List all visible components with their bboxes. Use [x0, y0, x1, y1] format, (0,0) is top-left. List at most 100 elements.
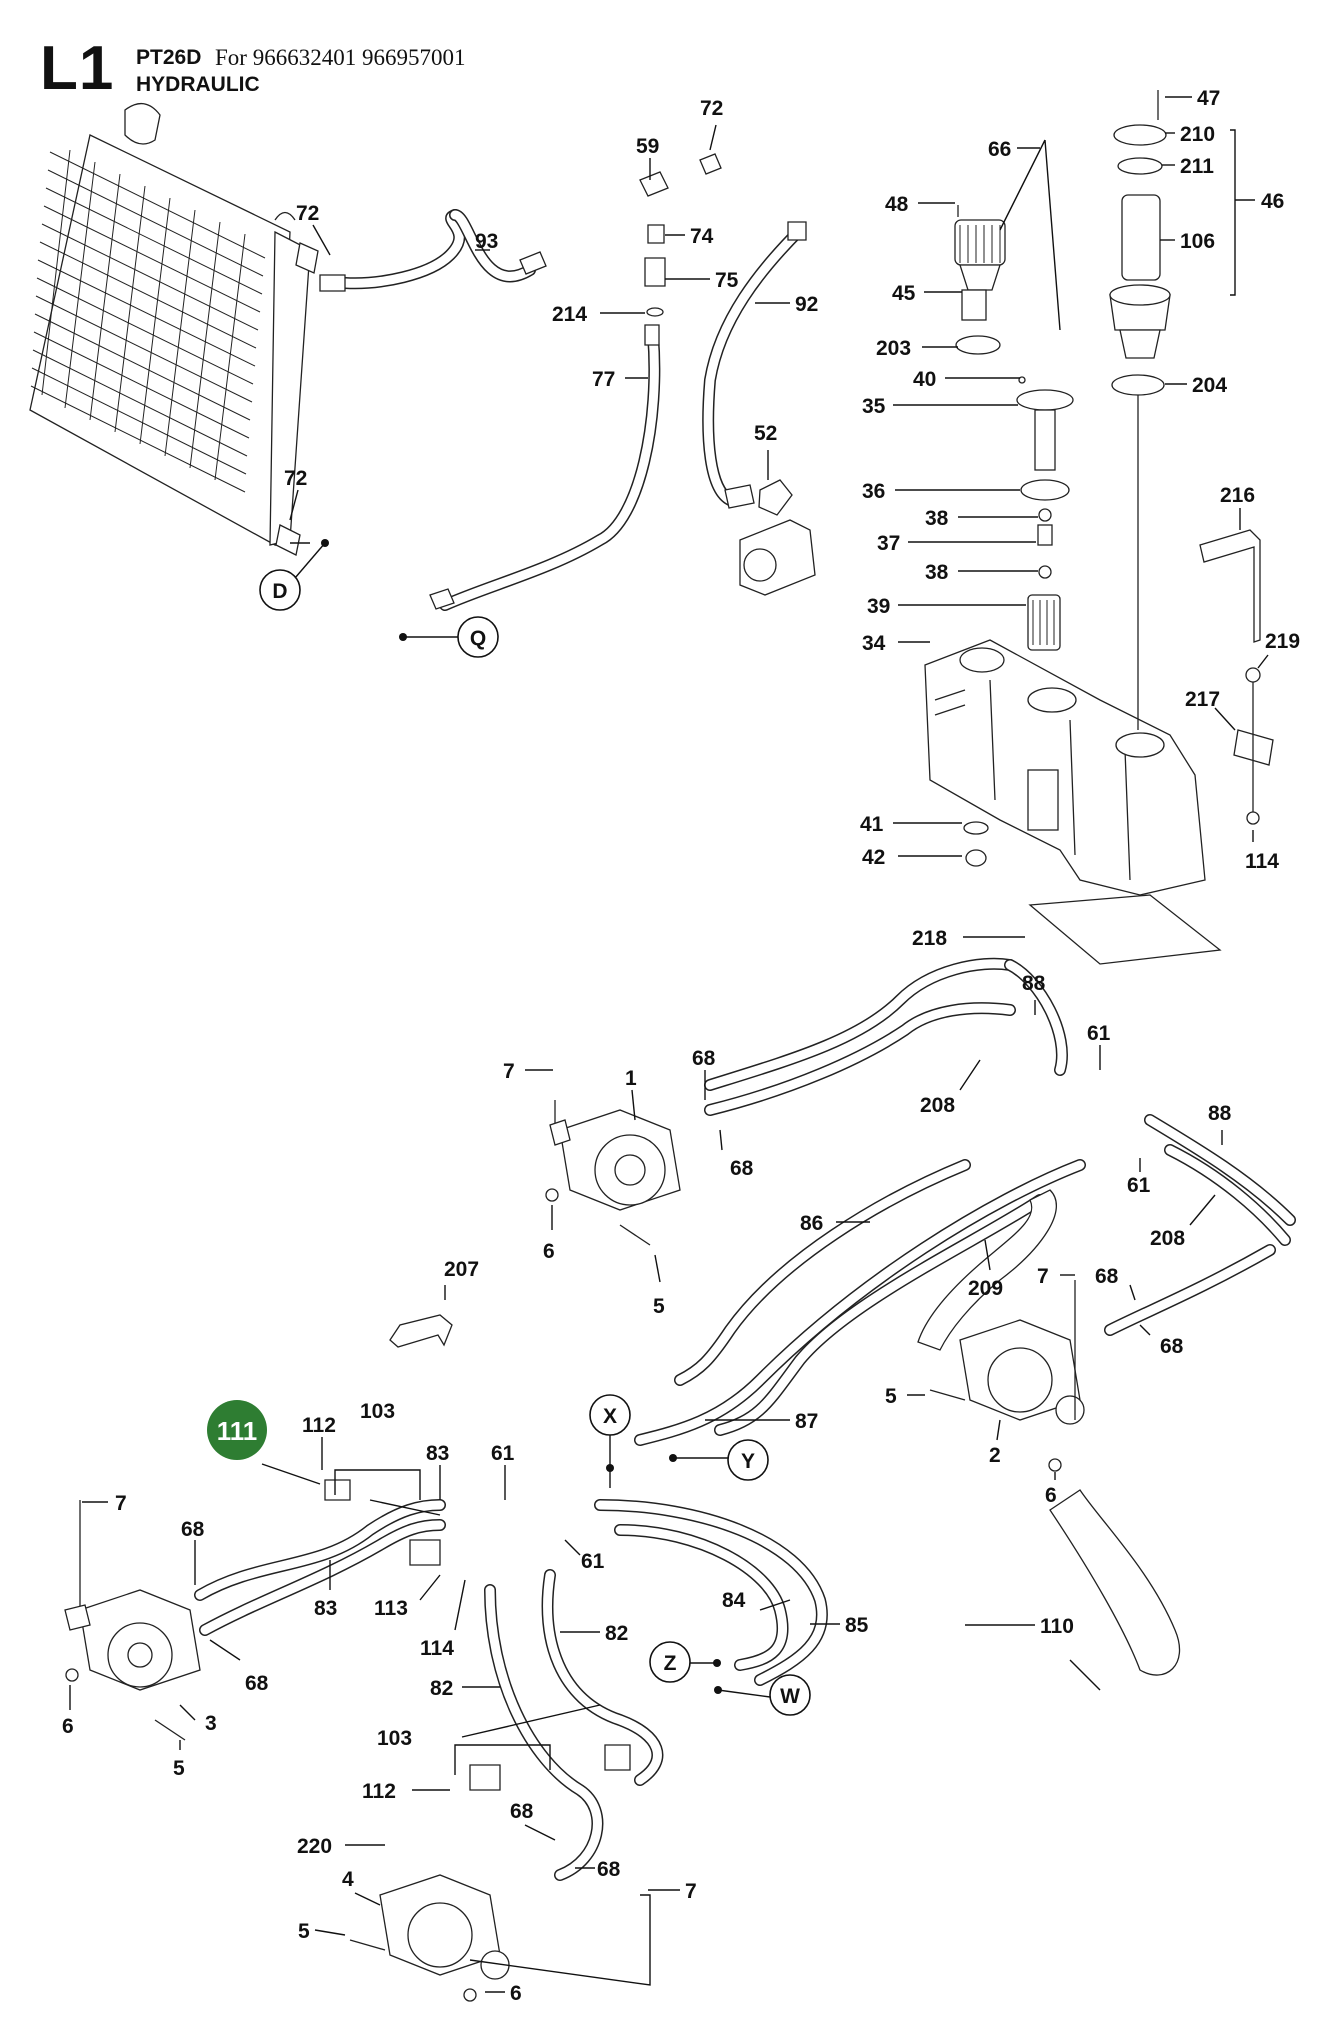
- part-label: 52: [754, 422, 777, 480]
- oil-cooler-drawing: [29, 103, 319, 556]
- svg-text:68: 68: [597, 1858, 621, 1881]
- part-label: 114: [1245, 830, 1279, 873]
- part-label: 85: [810, 1614, 869, 1637]
- part-label: 204: [1165, 374, 1227, 397]
- svg-text:208: 208: [920, 1094, 955, 1117]
- svg-text:5: 5: [173, 1757, 185, 1780]
- parts-illustration: [29, 90, 1296, 2002]
- part-label: 6: [485, 1982, 522, 2005]
- part-label: 68: [575, 1858, 621, 1881]
- section-title: HYDRAULIC: [136, 73, 260, 96]
- svg-text:6: 6: [543, 1240, 555, 1263]
- svg-text:46: 46: [1261, 190, 1284, 213]
- svg-text:75: 75: [715, 269, 739, 292]
- svg-text:3: 3: [205, 1712, 217, 1735]
- svg-text:208: 208: [1150, 1227, 1185, 1250]
- part-label: 48: [885, 193, 955, 216]
- applies-to: For 966632401 966957001: [215, 45, 466, 70]
- part-label: 68: [181, 1518, 205, 1585]
- part-label: 114: [420, 1579, 466, 1660]
- svg-text:68: 68: [510, 1800, 534, 1823]
- part-label: 211: [1162, 155, 1214, 178]
- part-label: 41: [860, 813, 962, 836]
- part-label: 88: [1208, 1102, 1232, 1145]
- part-label: 59: [636, 135, 659, 180]
- svg-text:1: 1: [625, 1067, 637, 1090]
- svg-text:47: 47: [1197, 87, 1220, 110]
- svg-text:2: 2: [989, 1444, 1001, 1467]
- filler-parts-drawing: [1109, 90, 1171, 730]
- highlight-badge: [207, 1400, 267, 1460]
- svg-text:45: 45: [892, 282, 916, 305]
- part-label: 6: [543, 1205, 555, 1263]
- svg-text:110: 110: [1040, 1615, 1074, 1638]
- svg-text:6: 6: [510, 1982, 522, 2005]
- svg-text:114: 114: [1245, 850, 1279, 873]
- svg-text:72: 72: [284, 467, 307, 490]
- svg-text:113: 113: [374, 1597, 408, 1620]
- svg-text:6: 6: [62, 1715, 74, 1738]
- part-label: 68: [209, 1639, 269, 1695]
- part-label: 106: [1160, 230, 1215, 253]
- section-code: L1: [40, 34, 115, 103]
- svg-text:204: 204: [1192, 374, 1227, 397]
- part-label: 84: [722, 1589, 791, 1612]
- svg-text:61: 61: [491, 1442, 515, 1465]
- highlighted-part-111[interactable]: 111: [207, 1400, 321, 1485]
- svg-text:72: 72: [700, 97, 723, 120]
- part-label: 61: [564, 1539, 605, 1573]
- svg-text:84: 84: [722, 1589, 746, 1612]
- part-label: 75: [665, 269, 739, 292]
- brackets-drawing: [1028, 529, 1274, 965]
- part-label: 68: [719, 1129, 754, 1180]
- part-label: 207: [444, 1258, 479, 1300]
- svg-text:217: 217: [1185, 688, 1220, 711]
- part-label: 5: [885, 1385, 925, 1408]
- svg-text:6: 6: [1045, 1484, 1057, 1507]
- svg-text:68: 68: [181, 1518, 205, 1541]
- svg-text:34: 34: [862, 632, 886, 655]
- svg-text:93: 93: [475, 230, 498, 253]
- svg-text:114: 114: [420, 1637, 454, 1660]
- svg-text:74: 74: [690, 225, 714, 248]
- svg-text:4: 4: [342, 1868, 354, 1891]
- svg-text:87: 87: [795, 1410, 818, 1433]
- part-label: 7: [82, 1492, 127, 1515]
- svg-text:35: 35: [862, 395, 886, 418]
- part-label: 203: [876, 337, 958, 360]
- part-label: 93: [475, 230, 498, 253]
- svg-text:W: W: [780, 1685, 800, 1708]
- svg-text:103: 103: [377, 1727, 412, 1750]
- part-label: 36: [862, 480, 1020, 503]
- wheel-motor-3-drawing: [64, 1500, 201, 1741]
- svg-text:203: 203: [876, 337, 911, 360]
- wheel-motor-1-drawing: [545, 1100, 681, 1246]
- part-label: 35: [862, 395, 1018, 418]
- part-labels: 72 93 59 72 74 75 214 77 92 52 66 48 45 …: [62, 87, 1300, 2005]
- part-label: 220: [297, 1835, 385, 1858]
- part-label: 103: [377, 1704, 601, 1750]
- svg-text:214: 214: [552, 303, 587, 326]
- wheel-motor-4-drawing: [349, 1874, 510, 2002]
- part-label: 219: [1257, 630, 1300, 669]
- svg-text:83: 83: [314, 1597, 337, 1620]
- svg-text:Y: Y: [741, 1450, 755, 1473]
- svg-text:211: 211: [1180, 155, 1214, 178]
- wheel-motor-hoses-drawing: [634, 957, 1296, 1446]
- part-label: 3: [179, 1704, 217, 1735]
- part-label: 68: [1095, 1265, 1136, 1301]
- svg-text:5: 5: [298, 1920, 310, 1943]
- part-label: 217: [1185, 688, 1236, 731]
- part-label: 6: [1045, 1472, 1057, 1507]
- hydraulic-tank-drawing: [924, 639, 1206, 896]
- part-label: 210: [1165, 123, 1215, 146]
- part-label: 37: [877, 532, 1036, 555]
- part-label: 39: [867, 595, 1026, 618]
- svg-text:38: 38: [925, 561, 949, 584]
- svg-text:210: 210: [1180, 123, 1215, 146]
- svg-text:112: 112: [302, 1414, 336, 1437]
- part-label: 208: [920, 1059, 981, 1117]
- svg-text:5: 5: [653, 1295, 665, 1318]
- part-label: 4: [342, 1868, 381, 1906]
- part-label: 40: [913, 368, 1020, 391]
